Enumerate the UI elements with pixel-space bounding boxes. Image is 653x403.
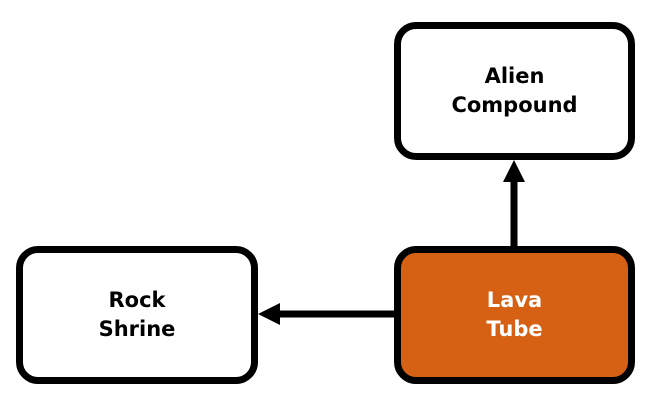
- arrowhead-left-icon: [258, 303, 280, 325]
- node-lava-tube[interactable]: Lava Tube: [394, 246, 635, 384]
- node-alien-compound[interactable]: Alien Compound: [394, 22, 635, 160]
- arrowhead-up-icon: [503, 160, 525, 182]
- node-rock-shrine[interactable]: Rock Shrine: [16, 246, 258, 384]
- node-label-rock-shrine: Rock Shrine: [98, 288, 176, 341]
- node-label-alien-compound: Alien Compound: [451, 64, 578, 117]
- node-label-lava-tube: Lava Tube: [486, 288, 543, 341]
